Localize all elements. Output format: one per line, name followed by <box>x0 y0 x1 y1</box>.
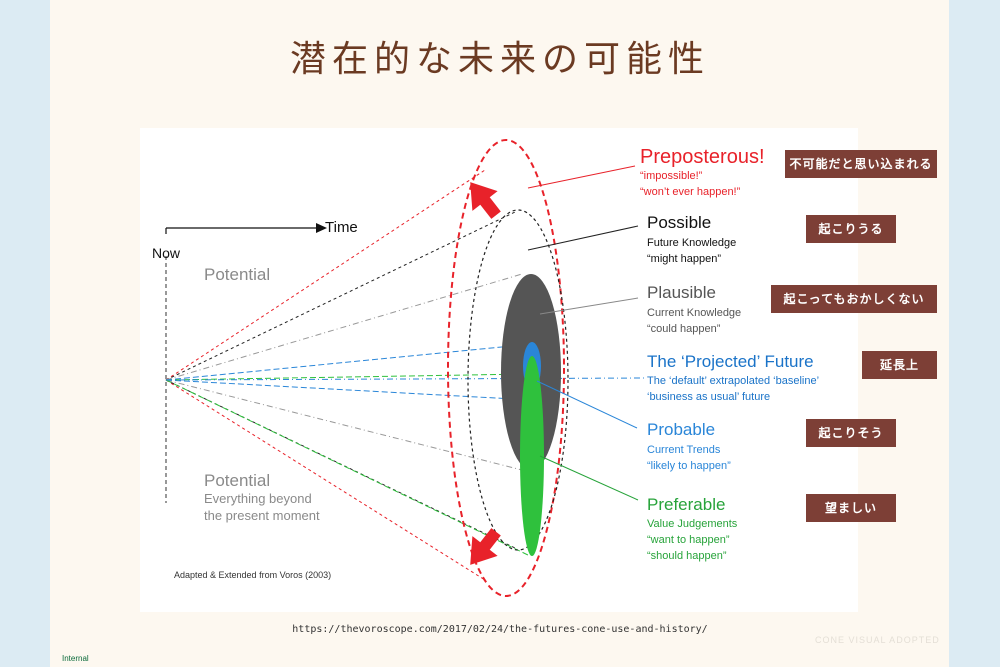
potential-bottom-sub1: Everything beyond <box>204 491 312 506</box>
possible-title: Possible <box>647 213 711 232</box>
probable-leader-line <box>536 380 638 429</box>
possible-line1: Future Knowledge <box>647 237 736 249</box>
probable-cone-top-line <box>165 343 533 381</box>
preferable-leader-line <box>539 455 639 501</box>
preposterous-line1: “impossible!” <box>640 170 703 182</box>
internal-label: Internal <box>62 654 89 663</box>
plausible-cone-top-line <box>165 273 523 381</box>
preferable-shape <box>520 356 544 556</box>
badge-projected-future: 延長上 <box>862 351 937 379</box>
plausible-title: Plausible <box>647 283 716 302</box>
badge-plausible: 起こってもおかしくない <box>771 285 937 313</box>
time-arrow-head <box>316 223 327 233</box>
credit-label: Adapted & Extended from Voros (2003) <box>174 570 331 580</box>
source-url: https://thevoroscope.com/2017/02/24/the-… <box>292 624 708 635</box>
preposterous-cone-top-line <box>165 169 486 381</box>
preposterous-line2: “won’t ever happen!” <box>640 186 741 198</box>
probable-line1: Current Trends <box>647 444 721 456</box>
slide-title: 潜在的な未来の可能性 <box>289 39 710 80</box>
possible-cone-top-line <box>165 211 516 381</box>
probable-cone-bottom-line <box>165 379 533 401</box>
preferable-line3: “should happen” <box>647 550 727 562</box>
badge-probable: 起こりそう <box>806 419 896 447</box>
probable-line2: “likely to happen” <box>647 460 731 472</box>
potential-bottom-label: Potential <box>204 471 270 490</box>
futures-cone-diagram: Time Now Potential Potential Everything … <box>152 139 819 597</box>
possible-leader-line <box>527 225 639 251</box>
time-label: Time <box>325 219 358 236</box>
probable-title: Probable <box>647 420 715 439</box>
preposterous-leader-line <box>527 165 636 189</box>
potential-bottom-sub2: the present moment <box>204 508 320 523</box>
plausible-cone-bottom-line <box>165 379 523 471</box>
possible-line2: “might happen” <box>647 253 721 265</box>
preposterous-cone-bottom-line <box>165 379 486 581</box>
futures-cone-panel: Time Now Potential Potential Everything … <box>140 128 858 612</box>
preposterous-title: Preposterous! <box>640 146 765 168</box>
projected-future-line1: The ‘default’ extrapolated ‘baseline’ <box>647 375 819 387</box>
projected-future-line2: ‘business as usual’ future <box>647 391 770 403</box>
badge-possible: 起こりうる <box>806 215 896 243</box>
badge-preposterous: 不可能だと思い込まれる <box>785 150 937 178</box>
preferable-cone-bottom-line <box>165 379 531 557</box>
faint-watermark: CONE VISUAL ADOPTED <box>815 635 940 645</box>
expand-up-arrow-icon <box>470 182 501 219</box>
plausible-line2: “could happen” <box>647 323 721 335</box>
plausible-line1: Current Knowledge <box>647 307 741 319</box>
badge-preferable: 望ましい <box>806 494 896 522</box>
projected-future-line <box>165 377 646 381</box>
preferable-title: Preferable <box>647 495 725 514</box>
possible-ellipse <box>467 209 569 551</box>
preferable-cone-top-line <box>165 373 529 381</box>
preposterous-ellipse <box>447 139 565 597</box>
preferable-line2: “want to happen” <box>647 534 730 546</box>
expand-down-arrow-icon <box>470 528 501 565</box>
now-label: Now <box>152 245 181 261</box>
plausible-leader-line <box>539 297 639 315</box>
projected-future-title: The ‘Projected’ Future <box>647 352 814 371</box>
potential-top-label: Potential <box>204 265 270 284</box>
preferable-line1: Value Judgements <box>647 518 738 530</box>
